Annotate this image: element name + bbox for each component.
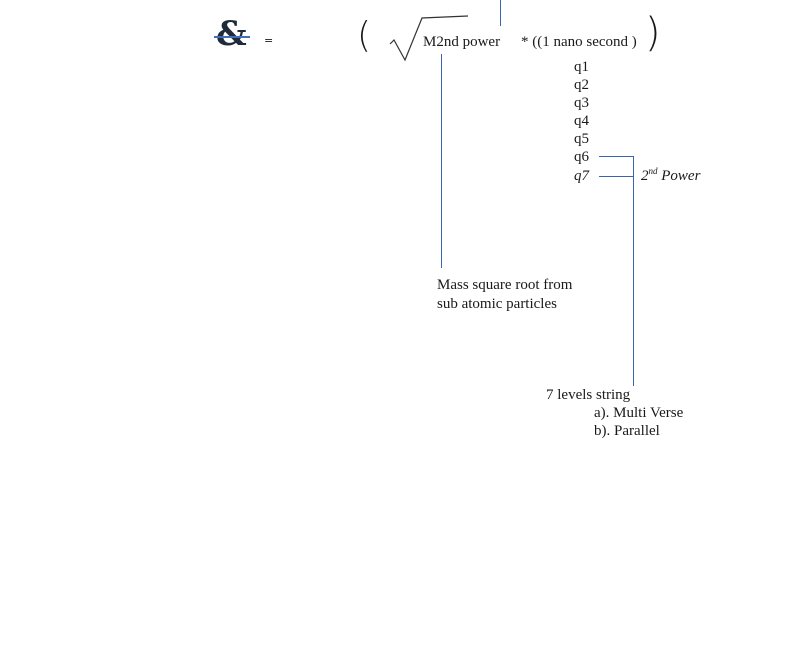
string-connector-line (633, 156, 634, 386)
string-note-item-b: b). Parallel (594, 423, 660, 439)
root-term: M2nd power (423, 34, 501, 50)
power-text: Power (661, 168, 701, 184)
ampersand-strike-line (214, 36, 250, 38)
ampersand-glyph: & (216, 14, 247, 54)
q-level-5: q5 (574, 131, 589, 147)
close-paren: ) (645, 10, 661, 56)
string-note-item-a: a). Multi Verse (594, 405, 684, 421)
radical-sign-icon (389, 15, 469, 62)
q-level-1: q1 (574, 59, 589, 75)
q-level-4: q4 (574, 113, 589, 129)
ampersand-symbol: & (214, 14, 252, 54)
q7-connector-line (599, 176, 634, 177)
q-level-3: q3 (574, 95, 589, 111)
multiplier-term: * ((1 nano second ) (521, 34, 637, 50)
power-note: 2nd Power (641, 166, 701, 186)
power-superscript: nd (648, 166, 658, 176)
q-level-6: q6 (574, 149, 589, 165)
q-level-7: q7 (574, 168, 589, 184)
mass-connector-line (441, 54, 442, 268)
open-paren: ( (357, 15, 372, 56)
mass-note-line-2: sub atomic particles (437, 296, 557, 312)
equals-sign: = (264, 34, 274, 47)
power-base: 2 (641, 168, 649, 184)
q6-connector-line (599, 156, 634, 157)
top-tick-line (500, 0, 501, 26)
mass-note-line-1: Mass square root from (437, 277, 573, 293)
string-note-title: 7 levels string (546, 387, 631, 403)
q-level-2: q2 (574, 77, 589, 93)
